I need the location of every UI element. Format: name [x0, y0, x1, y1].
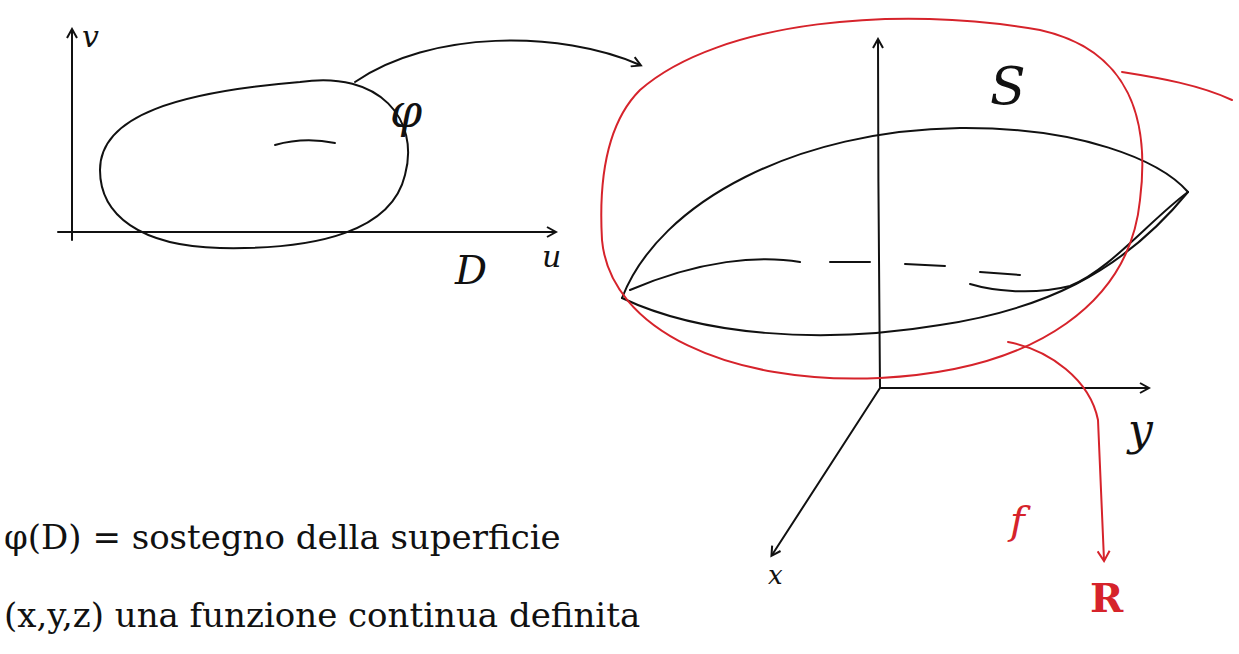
domain-stroke — [275, 140, 335, 145]
v-axis — [71, 30, 73, 240]
map-arrow — [355, 41, 640, 82]
surface-hidden — [830, 262, 1020, 275]
u-axis — [58, 231, 555, 233]
surface-front — [622, 192, 1188, 335]
set-label: S — [990, 60, 1026, 112]
z-axis — [878, 40, 880, 388]
map-label: φ — [390, 88, 422, 134]
set-label: D — [455, 250, 487, 290]
axis-label: v — [82, 22, 99, 52]
outline-tail — [1122, 72, 1232, 100]
axis-label: x — [768, 562, 783, 588]
function-arrow — [1008, 342, 1104, 560]
surface-edge — [970, 192, 1188, 291]
function-label: f — [1010, 500, 1025, 540]
x-axis — [772, 388, 880, 555]
y-axis — [880, 387, 1148, 389]
axis-label: u — [542, 242, 561, 272]
set-outline — [601, 19, 1142, 379]
surface-back — [630, 259, 800, 290]
note-text: φ(D) = sostegno della superficie — [4, 520, 561, 554]
codomain-label: R — [1090, 578, 1123, 618]
surface-top — [622, 128, 1188, 298]
axis-label: y — [1128, 408, 1153, 452]
domain-region — [100, 80, 408, 248]
note-text: (x,y,z) una funzione continua definita — [4, 598, 640, 632]
